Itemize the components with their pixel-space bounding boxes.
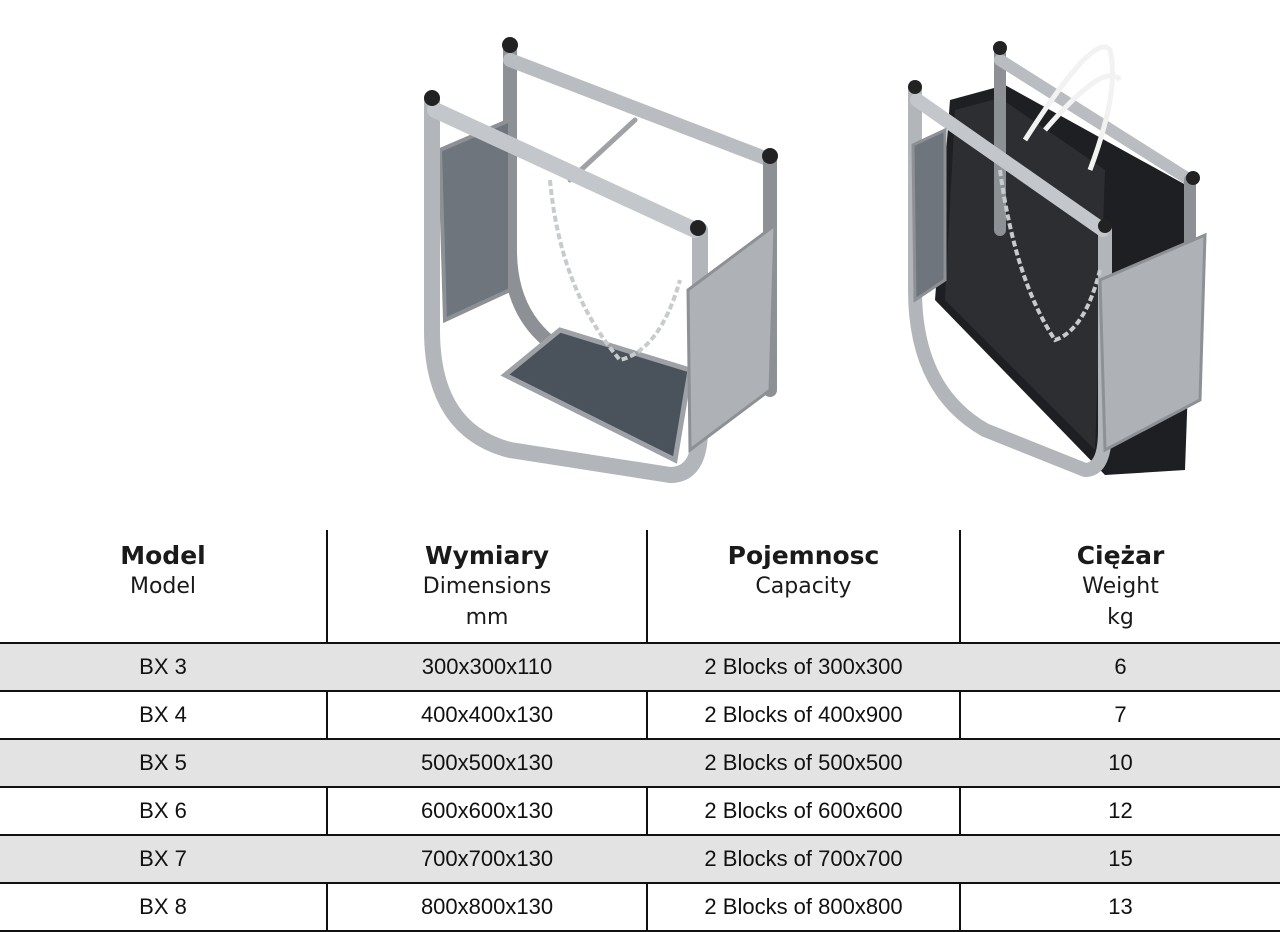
header-weight-en: Weight (1082, 574, 1159, 599)
cell-weight: 7 (1114, 702, 1127, 727)
cell-capacity: 2 Blocks of 600x600 (704, 798, 903, 823)
cell-dimensions: 800x800x130 (420, 894, 554, 919)
product-photos (424, 37, 1207, 483)
cell-weight: 15 (1108, 846, 1133, 871)
cell-capacity: 2 Blocks of 800x800 (704, 894, 903, 919)
specifications-table: Model Model Wymiary Dimensions mm Pojemn… (0, 530, 1280, 932)
cell-model: BX 7 (139, 846, 187, 871)
cell-capacity: 2 Blocks of 500x500 (704, 750, 903, 775)
table-row: BX 5 500x500x130 2 Blocks of 500x500 10 (0, 738, 1280, 786)
table-row: BX 8 800x800x130 2 Blocks of 800x800 13 (0, 882, 1280, 932)
header-model-en: Model (129, 574, 197, 599)
column-divider (959, 530, 961, 932)
header-model-pl: Model (120, 541, 206, 570)
table-row: BX 6 600x600x130 2 Blocks of 600x600 12 (0, 786, 1280, 834)
cell-dimensions: 500x500x130 (420, 750, 554, 775)
header-weight-pl: Ciężar (1076, 541, 1165, 570)
cell-model: BX 8 (139, 894, 187, 919)
empty-rack-photo (424, 37, 778, 483)
cell-capacity: 2 Blocks of 400x900 (704, 702, 903, 727)
table-row: BX 3 300x300x110 2 Blocks of 300x300 6 (0, 642, 1280, 690)
cell-dimensions: 600x600x130 (420, 798, 554, 823)
cell-model: BX 4 (139, 702, 187, 727)
cell-model: BX 3 (139, 654, 187, 679)
header-weight: Ciężar Weight kg (961, 530, 1280, 642)
cell-capacity: 2 Blocks of 700x700 (704, 846, 903, 871)
cell-dimensions: 300x300x110 (421, 654, 553, 679)
header-model: Model Model (0, 530, 326, 642)
cell-weight: 10 (1108, 750, 1133, 775)
cell-weight: 12 (1108, 798, 1133, 823)
table-row: BX 7 700x700x130 2 Blocks of 700x700 15 (0, 834, 1280, 882)
header-dimensions: Wymiary Dimensions mm (328, 530, 646, 642)
cell-weight: 13 (1108, 894, 1133, 919)
loaded-rack-photo (908, 41, 1207, 477)
cell-weight: 6 (1114, 654, 1127, 679)
column-divider (326, 530, 328, 932)
header-weight-unit: kg (1107, 605, 1134, 630)
cell-dimensions: 700x700x130 (420, 846, 554, 871)
table-row: BX 4 400x400x130 2 Blocks of 400x900 7 (0, 690, 1280, 738)
cell-dimensions: 400x400x130 (420, 702, 554, 727)
cell-capacity: 2 Blocks of 300x300 (704, 654, 903, 679)
column-divider (646, 530, 648, 932)
header-capacity-en: Capacity (755, 574, 852, 599)
header-capacity-pl: Pojemnosc (727, 541, 880, 570)
header-capacity: Pojemnosc Capacity (648, 530, 959, 642)
cell-model: BX 5 (139, 750, 187, 775)
cell-model: BX 6 (139, 798, 187, 823)
header-dimensions-en: Dimensions (422, 574, 552, 599)
table-header: Model Model Wymiary Dimensions mm Pojemn… (0, 530, 1280, 642)
table-body: BX 3 300x300x110 2 Blocks of 300x300 6 B… (0, 642, 1280, 932)
header-dimensions-pl: Wymiary (425, 541, 549, 570)
header-dimensions-unit: mm (465, 605, 509, 630)
